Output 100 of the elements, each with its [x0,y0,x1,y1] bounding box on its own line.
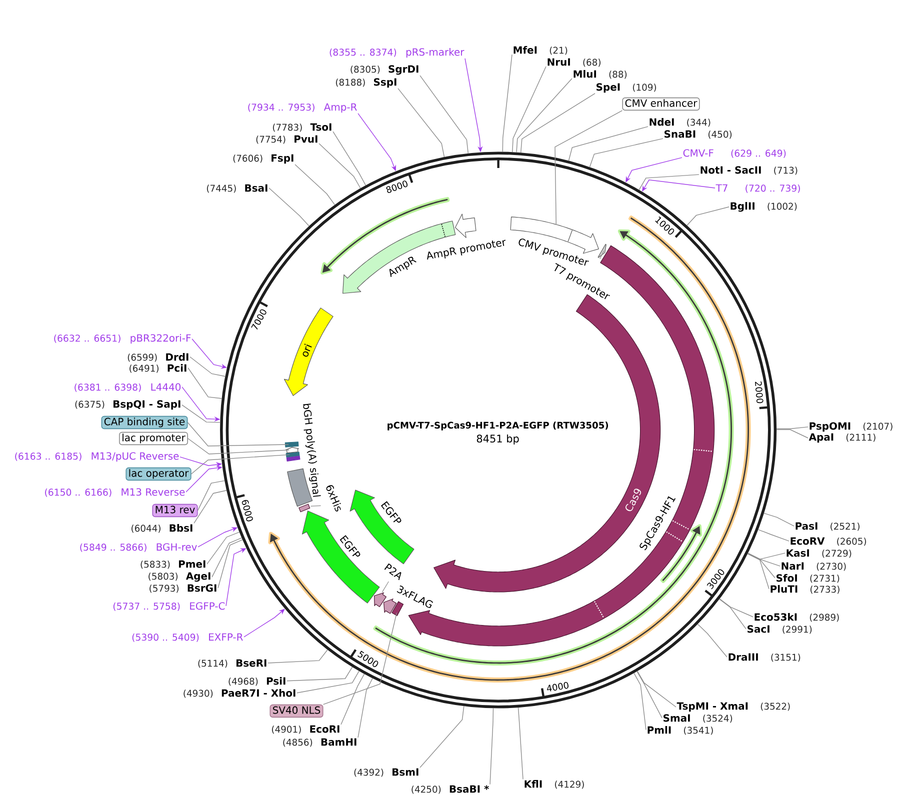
leader-line [776,426,808,430]
cut-site-position: (4930) [184,690,213,698]
cut-site-position: (4901) [272,726,301,734]
primer-name: BGH-rev [156,543,197,551]
leader-line [502,54,512,152]
enzyme-name: BspQI - SapI [114,400,180,410]
leader-line [764,512,794,526]
cut-site-position: (2111) [846,434,876,442]
feature-label: bGH poly(A) signal [303,404,321,497]
enzyme-name: DrdI [166,353,188,361]
leader-line [589,138,664,168]
cut-site-position: (4392) [354,768,384,777]
feature-tag: lac promoter [119,432,188,446]
leader-line [197,480,226,511]
cut-site-position: (8188) [336,78,365,87]
primer-position: (5737 .. 5758) [113,602,180,611]
enzyme-name: FspI [272,154,294,164]
feature-block [286,456,300,462]
cut-site-position: (4968) [228,678,258,686]
cut-site-position: (450) [708,130,732,139]
feature-tag: M13 rev [152,504,198,518]
cut-site-position: (5803) [148,572,178,581]
cut-site-position: (5833) [140,560,170,569]
leader-line [636,670,676,708]
primer-position: (720 .. 739) [746,184,800,193]
cut-site-position: (713) [774,166,798,175]
plasmid-size: 8451 bp [476,434,519,445]
leader-line [776,429,808,438]
scale-label: 4000 [547,682,568,692]
feature-block [286,452,300,458]
leader-line [747,553,770,590]
cut-site-position: (7445) [206,184,236,193]
leader-line [758,529,790,542]
enzyme-name: PsiI [266,677,286,685]
leader-line [268,649,328,664]
primer-name: pRS-marker [406,48,464,58]
enzyme-name: TspMI - XmaI [676,702,748,712]
feature-tag: SV40 NLS [270,704,324,718]
scale-label: 6000 [242,500,253,522]
primer-name: pBR322ori-F [130,334,191,344]
enzyme-name: BsmI [392,768,418,776]
leader-line [294,164,336,206]
primer-position: (6632 .. 6651) [54,334,120,343]
enzyme-name: BsaI [245,184,268,192]
primer-position: (6381 .. 6398) [74,384,141,392]
cut-site-position: (68) [583,58,600,67]
enzyme-name: AgeI [186,572,210,582]
leader-line [340,674,365,725]
leader-line [188,368,222,399]
enzyme-name: MfeI [514,46,537,54]
primer-position: (5849 .. 5866) [80,543,146,552]
primer-name: EGFP-C [190,602,225,610]
leader-line [206,532,240,564]
cut-site-position: (8305) [350,66,380,74]
cut-site-position: (6599) [128,354,157,362]
enzyme-name: NdeI [650,118,674,126]
primer-name: CMV-F [683,149,714,157]
leader-line [638,174,700,190]
enzyme-name: BamHI [321,738,356,746]
leader-line [420,75,468,154]
cut-site-position: (1002) [768,202,797,211]
enzyme-name: NruI [548,58,570,66]
cut-site-position: (7783) [272,124,302,132]
primer-position: (629 .. 649) [731,150,786,158]
leader-line [190,454,290,474]
primer-name: M13/pUC Reverse [92,452,179,462]
enzyme-name: PaeR7I - XhoI [222,689,296,697]
leader-line [182,404,220,423]
leader-line [520,93,596,153]
scale-label: 8000 [386,180,408,193]
primer-position: (6150 .. 6166) [45,488,112,497]
enzyme-name: EcoRI [310,725,340,733]
cut-site-position: (2733) [810,586,840,594]
enzyme-name: BsaBI * [450,785,489,793]
enzyme-name: SspI [374,78,396,88]
enzyme-name: EcoRV [790,537,825,545]
enzyme-name: ApaI [808,433,834,443]
leader-line [188,438,290,454]
feature-label: AmpR promoter [427,240,506,260]
enzyme-name: BglII [730,202,754,212]
enzyme-name: PmeI [178,560,206,568]
cut-site-position: (2991) [782,626,812,634]
leader-line [747,553,776,578]
feature-label: 6xHis [326,485,341,512]
leader-line [568,126,648,162]
primer-name: L4440 [151,383,181,391]
enzyme-name: SacI [748,625,770,633]
cut-site-position: (2731) [810,574,840,583]
leader-line [747,552,780,566]
leader-line [190,356,226,377]
primer-position: (5390 .. 5409) [132,633,199,642]
leader-line [719,598,754,618]
cut-site-position: (7606) [233,154,262,163]
leader-line [512,66,546,152]
cut-site-position: (2107) [863,422,892,431]
cut-site-position: (2989) [810,614,839,622]
enzyme-name: PvuI [294,135,318,143]
cut-site-position: (6491) [130,364,158,373]
enzyme-name: NarI [782,562,804,570]
enzyme-name: SmaI [664,714,690,722]
